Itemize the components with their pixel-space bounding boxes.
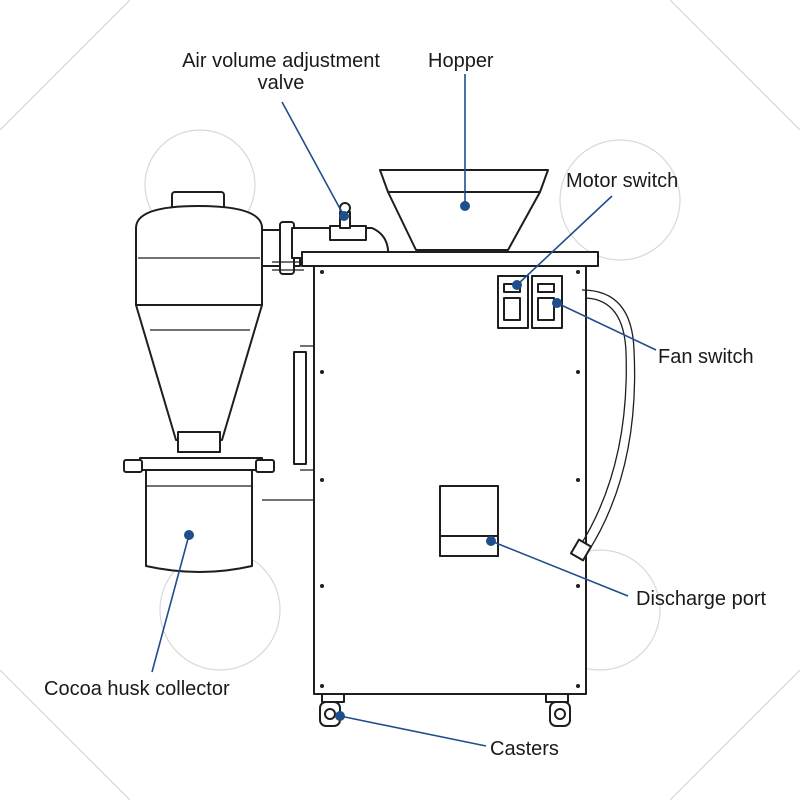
caster-wheels [319,693,571,727]
hopper-shape [379,169,549,251]
discharge-port-shape [439,485,499,557]
label-fan-switch: Fan switch [658,346,754,368]
leader-lines [151,74,657,747]
cyclone-separator [135,191,263,453]
label-air-valve-line-1: Air volume adjustment [182,50,380,72]
label-hopper: Hopper [428,50,494,72]
label-motor-switch: Motor switch [566,170,679,192]
fan-hose [569,289,636,562]
label-air-volume-adjustment-valve: Air volume adjustment valve [165,50,397,94]
collector-bucket [123,457,275,573]
label-air-valve-line-2: valve [257,72,305,94]
air-duct [261,202,390,275]
label-casters: Casters [490,738,559,760]
label-cocoa-husk-collector: Cocoa husk collector [44,678,230,700]
label-discharge-port: Discharge port [636,588,767,610]
main-cabinet [262,251,599,695]
